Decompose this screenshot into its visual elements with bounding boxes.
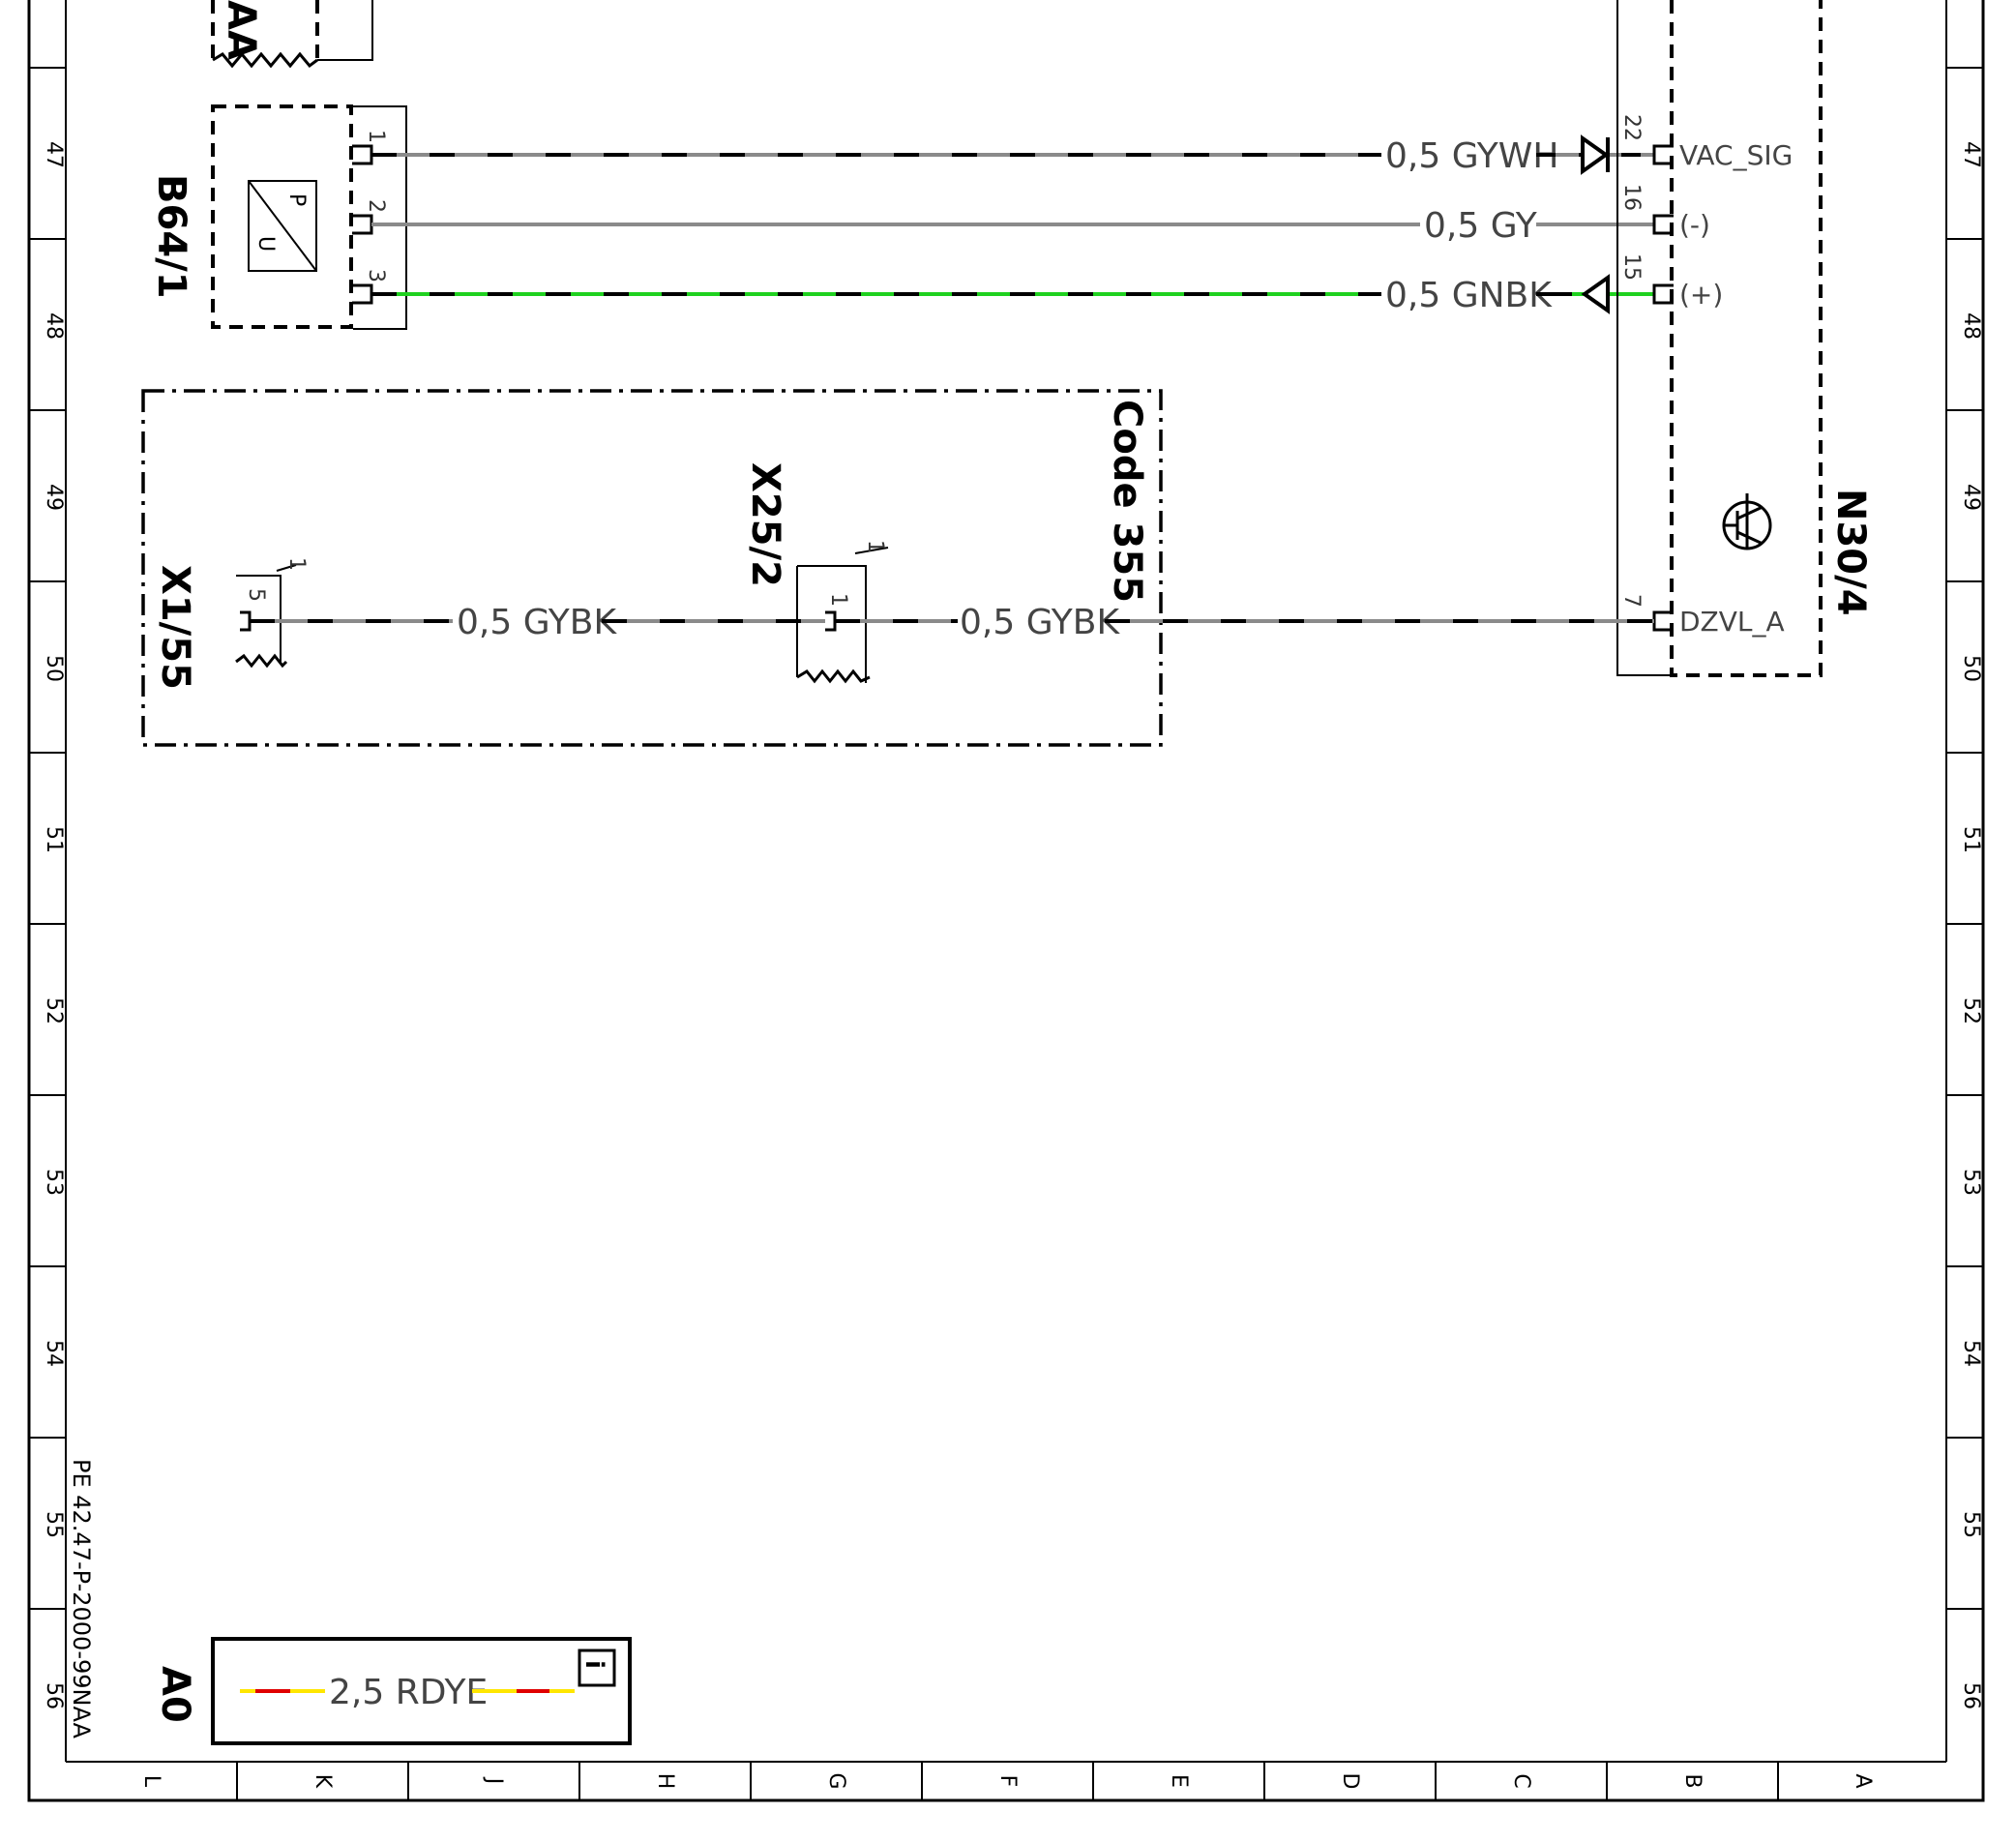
x25-2-branch-label: 1 bbox=[863, 540, 887, 553]
column-labels: L K J H G F E D C B A bbox=[139, 1772, 1875, 1789]
row-labels-right: 47 48 49 50 51 52 53 54 55 56 bbox=[1959, 141, 1983, 1709]
row-label: 54 bbox=[1959, 1340, 1983, 1367]
b64-1-pin-1 bbox=[352, 144, 373, 165]
column-label: C bbox=[1509, 1773, 1533, 1788]
component-label-n30-4: N30/4 bbox=[1828, 489, 1873, 616]
component-n30-4: N30/4 22 16 15 7 VAC_SIG (-) (+) DZVL_A bbox=[1616, 0, 1873, 677]
column-label: H bbox=[653, 1773, 677, 1790]
row-label: 50 bbox=[42, 655, 66, 682]
wire-label-gy: 0,5 GY bbox=[1424, 206, 1538, 246]
symbol-letter-u: U bbox=[253, 236, 278, 252]
row-label: 54 bbox=[42, 1340, 66, 1367]
n30-4-pin-label: 15 bbox=[1619, 253, 1644, 281]
row-label: 48 bbox=[42, 312, 66, 340]
wire-gybk-a: 0,5 GYBK bbox=[250, 603, 825, 642]
row-label: 55 bbox=[42, 1511, 66, 1538]
n30-4-pin-label: 16 bbox=[1619, 184, 1644, 211]
n30-4-pin-label: 22 bbox=[1619, 114, 1644, 141]
n30-4-pin-16 bbox=[1652, 214, 1674, 235]
connector-x1-55: 5 1 X1/55 bbox=[153, 557, 309, 690]
signal-label-dzvl-a: DZVL_A bbox=[1679, 606, 1785, 638]
component-label-b64-1: B64/1 bbox=[149, 174, 193, 299]
wire-gy: 0,5 GY bbox=[371, 206, 1654, 246]
column-label: E bbox=[1167, 1774, 1191, 1788]
signal-arrow-out-icon bbox=[1581, 134, 1610, 175]
x1-55-branch-label: 1 bbox=[284, 557, 309, 571]
x25-2-pin-label: 1 bbox=[826, 593, 850, 607]
row-ruler-ticks bbox=[29, 67, 1983, 1610]
pressure-sensor-symbol bbox=[248, 180, 317, 272]
document-reference: PE 42.47-P-2000-99NAA bbox=[68, 1459, 95, 1739]
wire-label-gybk-b: 0,5 GYBK bbox=[960, 603, 1120, 642]
b64-1-pin-label: 2 bbox=[364, 199, 388, 213]
column-label: G bbox=[824, 1772, 848, 1789]
wire-gnbk: 0,5 GNBK bbox=[371, 274, 1654, 315]
code-355-box: Code 355 bbox=[141, 389, 1163, 747]
b64-1-pin-3 bbox=[352, 283, 373, 305]
top-component-fragment: AA bbox=[211, 0, 373, 69]
row-label: 47 bbox=[1959, 141, 1983, 168]
legend-wire-label: 2,5 RDYE bbox=[329, 1673, 488, 1712]
symbol-letter-p: P bbox=[284, 193, 309, 206]
row-label: 56 bbox=[42, 1682, 66, 1709]
row-label: 49 bbox=[1959, 484, 1983, 511]
n30-4-pin-22 bbox=[1652, 144, 1674, 165]
row-label: 55 bbox=[1959, 1511, 1983, 1538]
top-fragment-label: AA bbox=[219, 0, 263, 60]
row-label: 53 bbox=[1959, 1169, 1983, 1196]
signal-label-minus: (-) bbox=[1679, 209, 1710, 241]
info-icon[interactable] bbox=[578, 1649, 616, 1687]
row-labels-left: 47 48 49 50 51 52 53 54 55 56 bbox=[42, 141, 66, 1709]
row-label: 49 bbox=[42, 484, 66, 511]
row-label: 56 bbox=[1959, 1682, 1983, 1709]
column-label: D bbox=[1338, 1773, 1362, 1790]
b64-1-pin-2 bbox=[352, 214, 373, 235]
info-icon-glyph: i bbox=[579, 1660, 608, 1669]
row-label: 47 bbox=[42, 141, 66, 168]
wire-label-gnbk: 0,5 GNBK bbox=[1385, 276, 1553, 315]
column-label: K bbox=[311, 1774, 335, 1789]
n30-4-pin-15 bbox=[1652, 283, 1674, 305]
column-ruler-ticks bbox=[236, 1762, 1779, 1800]
component-label-a0: A0 bbox=[153, 1666, 197, 1723]
row-label: 52 bbox=[1959, 997, 1983, 1025]
transistor-icon bbox=[1722, 493, 1772, 550]
wire-gybk-b: 0,5 GYBK bbox=[835, 603, 1654, 642]
component-label-x25-2: X25/2 bbox=[743, 462, 787, 587]
wire-label-gybk-a: 0,5 GYBK bbox=[457, 603, 617, 642]
column-label: F bbox=[995, 1775, 1020, 1788]
outer-frame bbox=[27, 0, 1985, 1802]
row-label: 52 bbox=[42, 997, 66, 1025]
code-355-label: Code 355 bbox=[1105, 400, 1149, 603]
wire-label-gywh: 0,5 GYWH bbox=[1385, 136, 1558, 176]
column-label: B bbox=[1680, 1773, 1705, 1788]
signal-arrow-in-icon bbox=[1581, 274, 1610, 314]
signal-label-plus: (+) bbox=[1679, 279, 1723, 311]
component-b64-1: P U B64/1 1 2 3 bbox=[149, 104, 407, 330]
column-label: A bbox=[1851, 1773, 1875, 1788]
row-label: 53 bbox=[42, 1169, 66, 1196]
column-label: J bbox=[482, 1776, 506, 1785]
row-label: 50 bbox=[1959, 655, 1983, 682]
legend-a0: 2,5 RDYE i A0 bbox=[153, 1637, 632, 1745]
b64-1-pin-label: 1 bbox=[364, 130, 388, 143]
x1-55-pin-label: 5 bbox=[244, 588, 268, 602]
signal-label-vac-sig: VAC_SIG bbox=[1679, 139, 1793, 171]
column-label: L bbox=[139, 1775, 163, 1788]
row-label: 51 bbox=[1959, 826, 1983, 853]
b64-1-pin-label: 3 bbox=[364, 269, 388, 282]
wire-gywh: 0,5 GYWH bbox=[371, 134, 1654, 176]
row-label: 51 bbox=[42, 826, 66, 853]
n30-4-pin-label: 7 bbox=[1619, 594, 1644, 608]
connector-x25-2: 1 1 X25/2 bbox=[743, 462, 889, 684]
row-label: 48 bbox=[1959, 312, 1983, 340]
component-label-x1-55: X1/55 bbox=[153, 565, 197, 690]
